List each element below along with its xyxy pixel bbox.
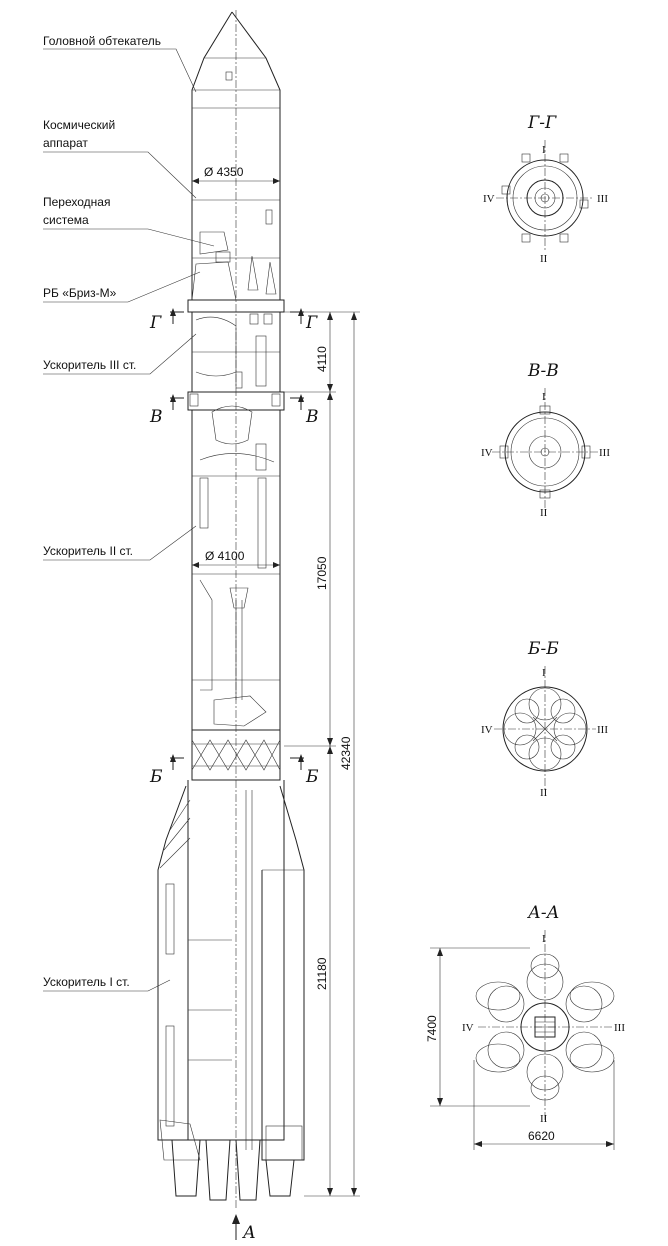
section-bb-label-three: III <box>597 724 608 736</box>
dim-stage1-length: 21180 <box>315 957 329 990</box>
fairing-nose <box>191 11 281 300</box>
dim-total-length: 42340 <box>339 736 353 770</box>
length-dimensions: 4110 17050 21180 42340 <box>284 311 360 1197</box>
section-gg: Г-Г I II III IV <box>483 113 608 265</box>
dim-aa-height: 7400 <box>425 1015 439 1042</box>
section-bb-label-two: II <box>540 787 548 799</box>
diameter-callouts: Ø 4350 Ø 4100 <box>192 165 280 568</box>
label-fairing: Головной обтекатель <box>43 34 161 48</box>
dim-stage2-length: 17050 <box>315 556 329 590</box>
section-marker-g-right: Г <box>305 313 318 333</box>
section-vv-label-two: II <box>540 507 548 519</box>
section-vv-title: В-В <box>527 361 559 381</box>
label-stage3: Ускоритель III ст. <box>43 358 136 372</box>
stage1-booster-left <box>157 785 190 1141</box>
section-gg-title: Г-Г <box>527 113 557 133</box>
section-markers: Г Г В В Б Б А <box>149 308 319 1243</box>
section-aa: А-А I II III IV <box>425 903 625 1150</box>
section-aa-label-two: II <box>540 1113 548 1125</box>
engines <box>171 1139 295 1201</box>
label-stage2: Ускоритель II ст. <box>43 544 133 558</box>
label-stage1: Ускоритель I ст. <box>43 975 130 989</box>
section-marker-b-left: Б <box>149 767 163 787</box>
section-gg-label-one: I <box>542 144 546 156</box>
section-marker-v-right: В <box>305 407 319 427</box>
interstage-truss <box>191 729 281 781</box>
section-aa-title: А-А <box>527 903 560 923</box>
section-gg-label-three: III <box>597 193 608 205</box>
section-aa-label-four: IV <box>462 1022 474 1034</box>
section-bb-label-one: I <box>542 667 546 679</box>
section-marker-a: А <box>242 1223 256 1243</box>
section-vv: В-В I II III IV <box>481 361 610 519</box>
part-labels: Головной обтекатель Космический аппарат … <box>43 34 215 992</box>
label-spacecraft-line2: аппарат <box>43 136 88 150</box>
label-adapter-line2: система <box>43 213 89 227</box>
section-vv-label-three: III <box>599 447 610 459</box>
dim-aa-width: 6620 <box>528 1129 555 1143</box>
rocket-side-view <box>157 10 305 1210</box>
section-marker-v-left: В <box>149 407 163 427</box>
dim-stage3-length: 4110 <box>315 346 329 372</box>
section-bb-label-four: IV <box>481 724 493 736</box>
diameter-stage2: Ø 4100 <box>205 549 245 563</box>
label-spacecraft-line1: Космический <box>43 118 115 132</box>
section-vv-label-one: I <box>542 391 546 403</box>
section-bb-title: Б-Б <box>527 639 559 659</box>
diameter-fairing: Ø 4350 <box>204 165 244 179</box>
section-aa-label-one: I <box>542 933 546 945</box>
label-adapter-line1: Переходная <box>43 195 110 209</box>
section-bb: Б-Б I II III IV <box>481 639 608 799</box>
stage1-booster-right <box>261 785 305 1161</box>
label-upper-stage: РБ «Бриз-М» <box>43 286 117 300</box>
section-aa-label-three: III <box>614 1022 625 1034</box>
section-marker-b-right: Б <box>305 767 319 787</box>
section-vv-label-four: IV <box>481 447 493 459</box>
section-gg-label-four: IV <box>483 193 495 205</box>
section-gg-label-two: II <box>540 253 548 265</box>
section-marker-g-left: Г <box>149 313 162 333</box>
